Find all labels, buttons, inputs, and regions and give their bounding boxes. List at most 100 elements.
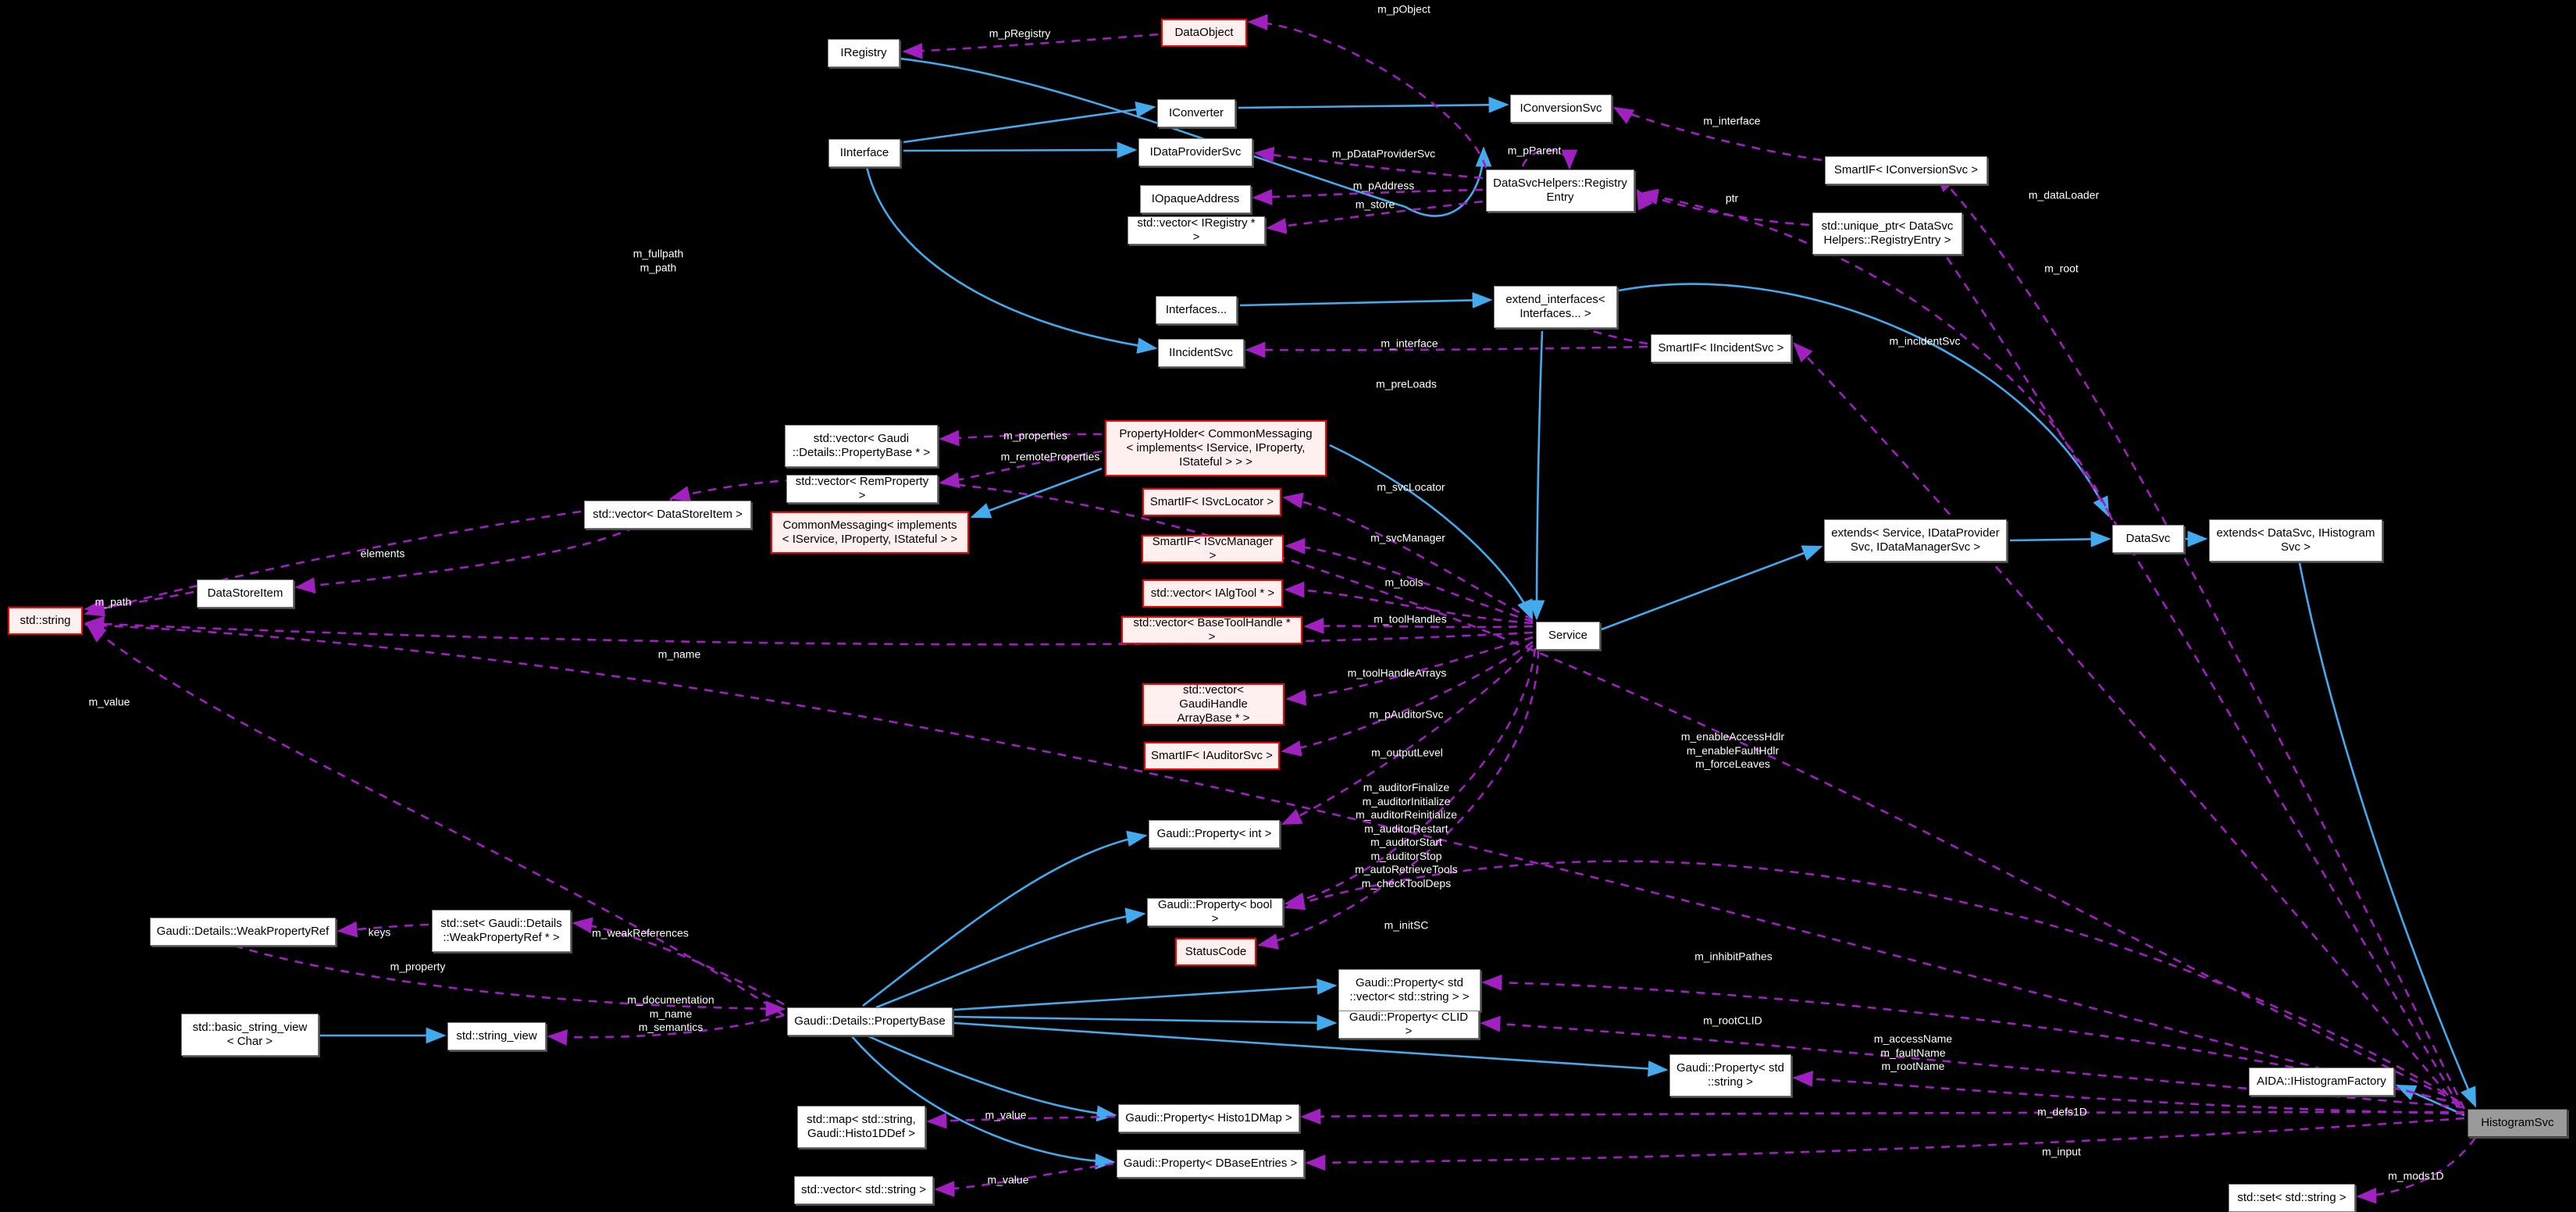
graph-node-set_weakpropref[interactable]: std::set< Gaudi::Details ::WeakPropertyR…: [432, 910, 571, 952]
graph-node-basic_string_view[interactable]: std::basic_string_view < Char >: [181, 1014, 319, 1056]
usage-edge-uniqueptr_regentry-to-registryentry: [1636, 188, 1810, 226]
graph-node-smartif_iauditorsvc[interactable]: SmartIF< IAuditorSvc >: [1144, 742, 1280, 770]
inheritance-edge-interfaces-to-extend_interfaces: [1239, 292, 1493, 308]
graph-node-dataobject[interactable]: DataObject: [1161, 19, 1247, 47]
inheritance-edge-iinterface-to-iincidentsvc_chain: [865, 166, 1158, 354]
graph-node-statuscode[interactable]: StatusCode: [1175, 938, 1256, 966]
graph-node-iopaqueaddress[interactable]: IOpaqueAddress: [1140, 185, 1251, 213]
usage-edge-propertyholder-to-vec_remproperty: [939, 450, 1103, 489]
usage-edge-service-to-std_string_name: [84, 615, 1534, 646]
graph-node-extends_service[interactable]: extends< Service, IDataProvider Svc, IDa…: [1824, 519, 2007, 561]
graph-node-smartif_iconvsvc[interactable]: SmartIF< IConversionSvc >: [1825, 156, 1987, 184]
usage-edge-service-to-prop_int: [1281, 644, 1534, 825]
usage-edge-histogramsvc-to-prop_histo1dmap: [1300, 1108, 2465, 1125]
graph-node-extends_datasvc[interactable]: extends< DataSvc, IHistogram Svc >: [2209, 519, 2382, 561]
inheritance-edge-propertybase-to-prop_dbaseentries: [850, 1035, 1116, 1170]
graph-node-iincidentsvc[interactable]: IIncidentSvc: [1158, 339, 1244, 367]
usage-edge-service-to-smartif_isvclocator: [1282, 492, 1534, 622]
graph-node-vec_iregistry[interactable]: std::vector< IRegistry * >: [1128, 216, 1265, 244]
graph-node-vec_ialgtool[interactable]: std::vector< IAlgTool * >: [1142, 579, 1283, 608]
graph-node-uniqueptr_regentry[interactable]: std::unique_ptr< DataSvc Helpers::Regist…: [1812, 212, 1962, 255]
usage-edge-smartif_iconvsvc-to-iconversionsvc: [1612, 106, 1822, 162]
graph-node-prop_clid[interactable]: Gaudi::Property< CLID >: [1338, 1011, 1479, 1039]
usage-edge-service-to-vec_gaudihandle: [1285, 636, 1534, 706]
usage-edge-datasvc-to-registryentry: [1637, 188, 2114, 521]
inheritance-edge-propertyholder-to-service: [1329, 444, 1534, 621]
graph-node-vec_basetoolhandle[interactable]: std::vector< BaseToolHandle * >: [1121, 616, 1302, 644]
graph-node-prop_bool[interactable]: Gaudi::Property< bool >: [1147, 898, 1283, 926]
inheritance-edge-propertyholder-to-commonmessaging: [970, 467, 1103, 519]
graph-node-prop_vecstring[interactable]: Gaudi::Property< std ::vector< std::stri…: [1338, 969, 1480, 1011]
graph-node-prop_stdstring[interactable]: Gaudi::Property< std ::string >: [1669, 1054, 1791, 1096]
usage-edge-registryentry-to-vec_iregistry: [1266, 200, 1484, 234]
usage-edge-histogramsvc-to-smartif_iincidentsvc: [1793, 342, 2459, 1108]
graph-node-map_histo1ddef[interactable]: std::map< std::string, Gaudi::Histo1DDef…: [797, 1106, 925, 1148]
graph-node-aida_ihistofactory[interactable]: AIDA::IHistogramFactory: [2249, 1068, 2394, 1096]
inheritance-edge-iconverter-to-iconversionsvc: [1238, 96, 1509, 113]
graph-node-prop_histo1dmap[interactable]: Gaudi::Property< Histo1DMap >: [1118, 1104, 1299, 1132]
usage-edge-prop_histo1dmap-to-map_histo1ddef: [926, 1112, 1116, 1129]
graph-node-commonmessaging[interactable]: CommonMessaging< implements < IService, …: [771, 512, 969, 554]
inheritance-edge-propertybase-to-prop_histo1dmap: [866, 1034, 1117, 1122]
graph-node-datastoreitem[interactable]: DataStoreItem: [197, 579, 294, 608]
graph-node-smartif_isvcmanager[interactable]: SmartIF< ISvcManager >: [1142, 535, 1284, 563]
graph-node-std_string[interactable]: std::string: [8, 607, 83, 635]
inheritance-edge-extend_interfaces-to-service: [1528, 330, 1545, 621]
graph-node-string_view[interactable]: std::string_view: [447, 1022, 546, 1050]
graph-node-registryentry[interactable]: DataSvcHelpers::Registry Entry: [1486, 169, 1634, 212]
graph-node-iregistry[interactable]: IRegistry: [828, 39, 900, 67]
graph-node-vec_propertybase[interactable]: std::vector< Gaudi ::Details::PropertyBa…: [785, 425, 938, 467]
graph-node-set_stdstring[interactable]: std::set< std::string >: [2229, 1184, 2355, 1212]
usage-edge-histogramsvc-to-prop_stdstring: [1792, 1071, 2465, 1115]
graph-node-propertybase[interactable]: Gaudi::Details::PropertyBase: [787, 1007, 953, 1036]
graph-node-extend_interfaces[interactable]: extend_interfaces< Interfaces... >: [1494, 286, 1617, 328]
graph-node-iconverter[interactable]: IConverter: [1157, 99, 1235, 127]
graph-node-propertyholder[interactable]: PropertyHolder< CommonMessaging < implem…: [1105, 420, 1327, 476]
graph-node-vec_stdstring[interactable]: std::vector< std::string >: [794, 1176, 933, 1204]
graph-node-smartif_isvclocator[interactable]: SmartIF< ISvcLocator >: [1142, 488, 1281, 516]
graph-node-interfaces[interactable]: Interfaces...: [1156, 296, 1237, 324]
usage-edge-histogramsvc-to-set_stdstring: [2356, 1124, 2485, 1204]
inheritance-edge-propertybase-to-prop_clid: [953, 1014, 1338, 1032]
usage-edge-service-to-vec_ialgtool: [1284, 581, 1534, 625]
usage-edge-service-to-smartif_iauditorsvc: [1281, 640, 1534, 757]
inheritance-edge-propertybase-to-prop_int: [862, 830, 1148, 1007]
usage-edge-prop_dbaseentries-to-vec_stdstring: [934, 1162, 1114, 1197]
graph-node-idataprovidersvc[interactable]: IDataProviderSvc: [1138, 138, 1252, 166]
graph-node-prop_dbaseentries[interactable]: Gaudi::Property< DBaseEntries >: [1117, 1150, 1304, 1178]
usage-edge-weakpropref-to-propertybase: [233, 944, 786, 1018]
graph-node-iconversionsvc[interactable]: IConversionSvc: [1510, 94, 1612, 123]
usage-edge-histogramsvc-to-smartif_iconvsvc: [1935, 172, 2466, 1110]
graph-node-smartif_iincidentsvc[interactable]: SmartIF< IIncidentSvc >: [1651, 334, 1791, 362]
usage-edge-histogramsvc-to-prop_dbaseentries: [1305, 1117, 2465, 1171]
usage-edge-vec_datastoreitem-to-std_string: [84, 510, 582, 617]
usage-edge-registryentry-to-idataprovidersvc: [1253, 146, 1484, 180]
usage-edge-smartif_iincidentsvc-to-iincidentsvc: [1245, 341, 1648, 358]
inheritance-edge-propertybase-to-prop_bool: [875, 907, 1146, 1009]
usage-edge-histogramsvc-to-prop_vecstring: [1481, 974, 2462, 1106]
graph-node-vec_datastoreitem[interactable]: std::vector< DataStoreItem >: [584, 501, 751, 529]
usage-edge-propertybase-to-std_string_value: [85, 623, 785, 1017]
usage-edge-set_weakpropref-to-weakpropref: [337, 921, 429, 938]
usage-edge-registryentry-to-registryentry_self: [1521, 149, 1578, 170]
graph-node-vec_gaudihandle[interactable]: std::vector< GaudiHandle ArrayBase * >: [1142, 683, 1284, 725]
graph-node-service[interactable]: Service: [1536, 622, 1600, 650]
graph-node-prop_int[interactable]: Gaudi::Property< int >: [1149, 820, 1280, 848]
inheritance-edge-service-to-extends_service: [1601, 545, 1823, 631]
graph-node-datasvc[interactable]: DataSvc: [2112, 525, 2184, 553]
inheritance-edge-iinterface-to-iconverter: [903, 101, 1156, 144]
usage-edge-vec_datastoreitem-to-datastoreitem: [294, 498, 673, 594]
usage-edge-propertybase-to-string_view: [547, 1014, 785, 1046]
usage-edge-histogramsvc-to-vec_datastoreitem: [669, 477, 2460, 1104]
usage-edge-histogramsvc-to-std_string_name: [84, 617, 2460, 1106]
inheritance-edge-extends_service-to-datasvc: [2009, 530, 2111, 547]
graph-node-iinterface[interactable]: IInterface: [828, 139, 900, 167]
usage-edge-registryentry-to-iopaqueaddress: [1252, 188, 1484, 205]
graph-node-weakpropref[interactable]: Gaudi::Details::WeakPropertyRef: [150, 918, 336, 946]
inheritance-edge-propertybase-to-prop_vecstring: [953, 979, 1338, 1011]
usage-edge-datastoreitem-to-std_string: [84, 590, 194, 615]
graph-node-histogramsvc[interactable]: HistogramSvc: [2467, 1109, 2567, 1137]
graph-node-vec_remproperty[interactable]: std::vector< RemProperty >: [786, 475, 938, 503]
